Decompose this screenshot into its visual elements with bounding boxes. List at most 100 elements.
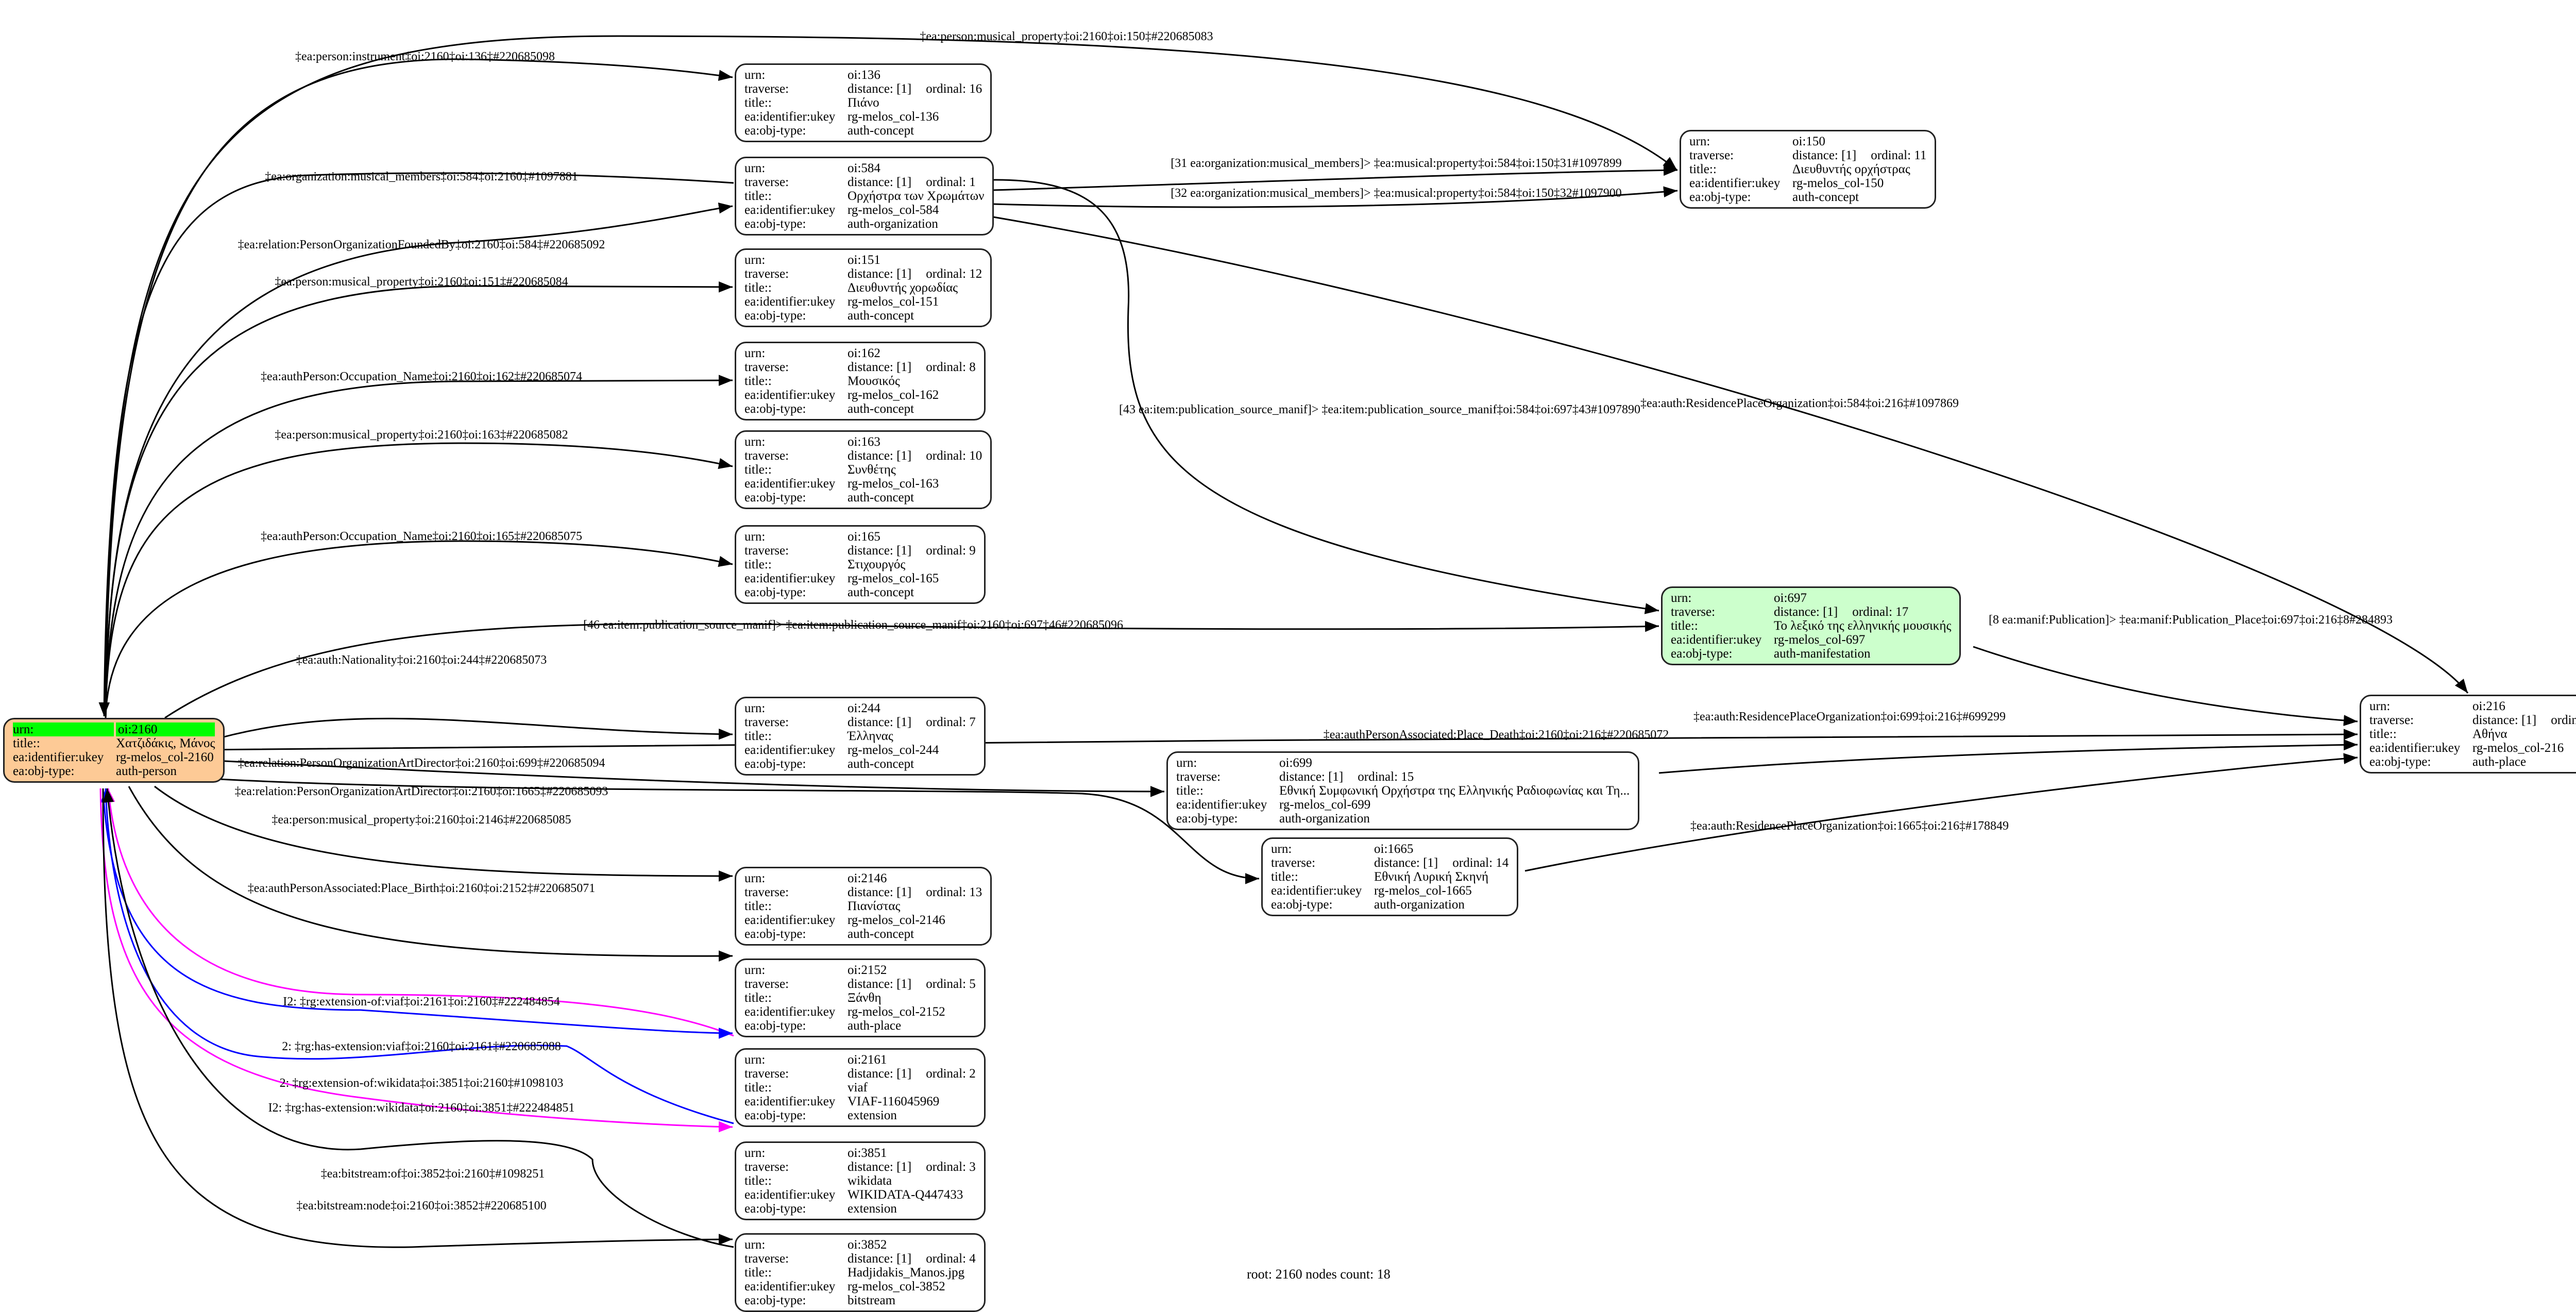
field-value-ukey: rg-melos_col-3852	[848, 1280, 945, 1293]
field-value-title: Μουσικός	[848, 374, 900, 388]
node-row-traverse: traverse:distance: [1]ordinal: 6	[2369, 713, 2576, 727]
node-row-title: title::Πιάνο	[744, 96, 982, 110]
ordinal: ordinal: 6	[2551, 713, 2576, 727]
edge-line	[105, 281, 733, 718]
ordinal: ordinal: 17	[1852, 605, 1909, 619]
edge-label: ‡ea:relation:PersonOrganizationFoundedBy…	[238, 238, 605, 251]
edge-line	[1658, 739, 2358, 774]
field-value-traverse: distance: [1]ordinal: 5	[845, 977, 976, 991]
field-label: urn:	[1271, 842, 1292, 856]
edge-line	[200, 777, 1260, 884]
field-value-objtype: auth-place	[848, 1019, 902, 1033]
field-value-urn: oi:151	[848, 253, 880, 267]
field-value-objtype: auth-concept	[848, 402, 914, 416]
edge-line	[154, 785, 733, 882]
node-row-traverse: traverse:distance: [1]ordinal: 11	[1689, 148, 1926, 162]
field-label: title::	[744, 96, 772, 110]
field-value-objtype: auth-concept	[848, 124, 914, 138]
field-label: urn:	[1689, 134, 1710, 148]
ordinal: ordinal: 10	[926, 449, 982, 463]
field-label: urn:	[744, 701, 766, 715]
edge-label: ‡ea:relation:PersonOrganizationArtDirect…	[238, 756, 605, 770]
field-value-objtype: auth-organization	[1374, 898, 1465, 912]
field-label: urn:	[744, 1053, 766, 1067]
field-label: ea:identifier:ukey	[744, 571, 836, 585]
node-row-traverse: traverse:distance: [1]ordinal: 17	[1671, 605, 1951, 619]
field-value-traverse: distance: [1]ordinal: 6	[2470, 713, 2576, 727]
edge-line	[100, 788, 734, 1124]
node-row-traverse: traverse:distance: [1]ordinal: 9	[744, 544, 976, 558]
edge-label: ‡ea:authPerson:Occupation_Name‡oi:2160‡o…	[261, 370, 582, 383]
field-value-title: Πιανίστας	[848, 899, 901, 913]
edge-label: ‡ea:person:musical_property‡oi:2160‡oi:1…	[920, 30, 1213, 43]
field-label: ea:identifier:ukey	[1671, 633, 1762, 647]
node-row-title: title::Ξάνθη	[744, 991, 976, 1005]
field-value-urn: oi:697	[1774, 591, 1807, 605]
field-label: urn:	[744, 1146, 766, 1160]
field-value-traverse: distance: [1]ordinal: 1	[845, 175, 984, 189]
field-label: ea:obj-type:	[744, 927, 806, 941]
distance: distance: [1]	[848, 1252, 912, 1266]
field-value-traverse: distance: [1]ordinal: 16	[845, 82, 982, 96]
distance: distance: [1]	[848, 715, 912, 729]
field-value-ukey: rg-melos_col-699	[1279, 798, 1371, 812]
edge-line	[128, 786, 733, 962]
edge-line	[974, 186, 1678, 208]
edge-label: ‡ea:bitstream:of‡oi:3852‡oi:2160‡#109825…	[320, 1167, 545, 1181]
field-value-ukey: rg-melos_col-584	[848, 203, 939, 217]
node-row-objtype: ea:obj-type:auth-place	[744, 1019, 976, 1033]
field-label: ea:obj-type:	[744, 309, 806, 323]
field-value-traverse: distance: [1]ordinal: 3	[845, 1160, 976, 1174]
ordinal: ordinal: 1	[926, 175, 976, 189]
field-label: ea:identifier:ukey	[744, 743, 836, 757]
field-label: traverse:	[744, 977, 789, 991]
field-value-ukey: rg-melos_col-216	[2472, 741, 2564, 755]
field-value-traverse: distance: [1]ordinal: 11	[1790, 148, 1926, 162]
node-row-objtype: ea:obj-type:auth-place	[2369, 755, 2576, 769]
field-label: title::	[744, 899, 772, 913]
ordinal: ordinal: 3	[926, 1160, 976, 1174]
node-row-objtype: ea:obj-type:extension	[744, 1108, 976, 1122]
field-value-title: Ξάνθη	[848, 991, 882, 1005]
node-row-objtype: ea:obj-type:auth-concept	[744, 402, 976, 416]
node-row-urn: urn:oi:2161	[744, 1053, 976, 1067]
node-row-urn: urn:oi:162	[744, 346, 976, 360]
field-label: title::	[1689, 162, 1717, 176]
field-value-objtype: bitstream	[848, 1293, 896, 1307]
distance: distance: [1]	[848, 267, 912, 281]
edge-label: ‡ea:person:musical_property‡oi:2160‡oi:1…	[275, 275, 568, 289]
edge-line	[974, 213, 2469, 694]
field-label: ea:identifier:ukey	[744, 388, 836, 402]
node-row-title: title::Ορχήστρα των Χρωμάτων	[744, 189, 984, 203]
field-label: ea:identifier:ukey	[744, 1005, 836, 1019]
field-value-urn: oi:136	[848, 68, 880, 82]
node-row-traverse: traverse:distance: [1]ordinal: 12	[744, 267, 982, 281]
node-row-traverse: traverse:distance: [1]ordinal: 16	[744, 82, 982, 96]
ordinal: ordinal: 15	[1358, 770, 1414, 784]
ordinal: ordinal: 7	[926, 715, 976, 729]
node-row-title: title::wikidata	[744, 1174, 976, 1188]
field-label: traverse:	[744, 449, 789, 463]
